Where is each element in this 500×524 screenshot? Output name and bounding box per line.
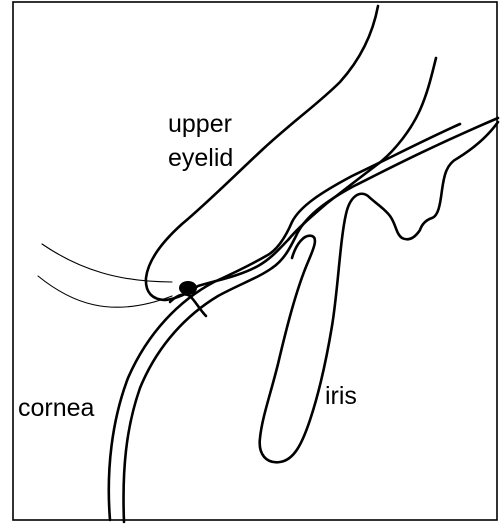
- cornea-inner-line: [124, 118, 498, 522]
- label-iris: iris: [325, 382, 357, 410]
- skin-line-upper: [42, 244, 172, 282]
- label-upper: upper: [168, 110, 232, 138]
- meibomian-gland-dot: [179, 281, 197, 295]
- label-cornea: cornea: [18, 394, 95, 422]
- label-eyelid: eyelid: [168, 144, 233, 172]
- skin-line-lower: [38, 276, 172, 307]
